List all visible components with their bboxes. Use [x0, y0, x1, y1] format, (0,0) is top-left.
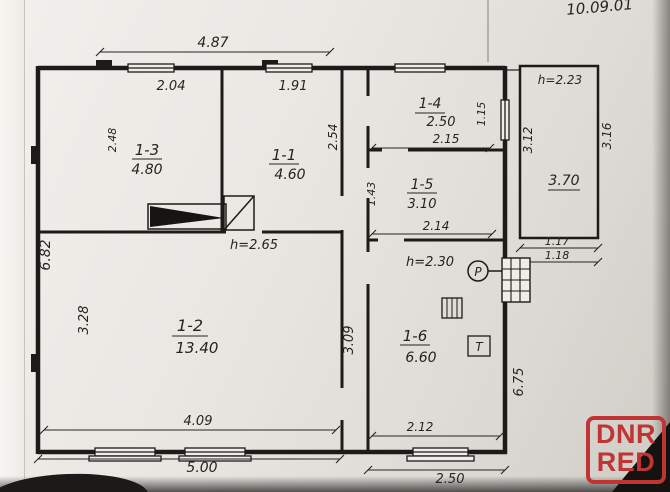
annex-walls [518, 64, 600, 240]
room-1-4-area: 2.50 [427, 115, 456, 130]
room-1-2-label: 1-2 [177, 316, 203, 335]
dim-r15-width: 2.14 [423, 219, 450, 233]
annex-area: 3.70 [548, 173, 579, 189]
height-note-r16: h=2.30 [406, 255, 454, 270]
window-bottom-3 [406, 447, 475, 462]
interior-walls [38, 68, 506, 453]
dim-annex-left: 3.12 [521, 127, 535, 154]
room-1-1-label: 1-1 [272, 146, 297, 164]
plan-symbols [147, 195, 531, 357]
watermark-line-1: DNR [596, 419, 656, 449]
closet-symbol [223, 195, 255, 231]
room-1-2-area: 13.40 [176, 339, 219, 357]
labels: 10.09.01 4.87 2.04 1.91 1-3 4.80 2.48 1-… [38, 0, 634, 487]
window-top-2 [265, 63, 313, 73]
boiler-hatch-symbol [441, 297, 463, 319]
dim-r12-width: 4.09 [184, 414, 213, 429]
dim-r16-width: 2.12 [407, 420, 434, 434]
room-fraction-bars [132, 112, 580, 346]
window-top-1 [127, 63, 175, 73]
dim-bottom-left: 5.00 [186, 460, 217, 476]
dim-top-width: 4.87 [197, 35, 228, 51]
window-top-3 [394, 63, 446, 73]
dnr-red-watermark: DNR RED [586, 416, 666, 484]
dim-annex-right: 3.16 [600, 122, 614, 149]
dim-right-height: 6.75 [512, 368, 527, 397]
paper-left-edge [0, 0, 25, 492]
tank-symbol [467, 335, 491, 357]
dim-r12-depth: 3.28 [77, 306, 92, 335]
height-note-hall: h=2.65 [230, 238, 278, 253]
room-1-5-label: 1-5 [411, 177, 434, 193]
dim-r14-window: 1.15 [475, 102, 488, 127]
dim-corridor-depth: 3.09 [342, 326, 357, 355]
tank-letter: Т [475, 340, 484, 354]
dim-r11-depth: 2.54 [326, 124, 340, 151]
stove-symbol [501, 257, 531, 303]
room-1-5-area: 3.10 [408, 197, 437, 212]
corner-date-note: 10.09.01 [566, 0, 634, 19]
outer-walls [35, 65, 508, 455]
room-1-6-label: 1-6 [403, 327, 428, 345]
dim-lines [38, 51, 598, 471]
dim-r15-depth: 1.43 [365, 182, 378, 207]
room-1-1-area: 4.60 [274, 167, 305, 183]
room-1-3-area: 4.80 [131, 162, 162, 178]
dim-r13-width: 2.04 [157, 79, 186, 94]
walls [31, 60, 600, 455]
dim-left-height: 6.82 [38, 239, 54, 270]
dim-annex-step2: 1.18 [545, 249, 570, 262]
photo-right-shadow [652, 0, 670, 492]
photo-bottom-shadow [0, 476, 670, 492]
watermark-line-2: RED [596, 447, 656, 477]
annex-height-note: h=2.23 [538, 73, 582, 87]
gas-meter-symbol [467, 260, 503, 282]
gas-meter-letter: Р [474, 265, 482, 279]
room-1-3-label: 1-3 [135, 141, 160, 159]
dim-r13-depth: 2.48 [106, 128, 119, 153]
dim-annex-step1: 1.17 [545, 235, 570, 248]
room-1-4-label: 1-4 [419, 96, 442, 112]
dim-r14-width: 2.15 [433, 132, 460, 146]
paper-fold-line [487, 0, 489, 62]
stairs-symbol [147, 203, 227, 230]
dim-r11-width: 1.91 [279, 79, 308, 94]
window-right [500, 99, 510, 141]
room-1-6-area: 6.60 [405, 350, 436, 366]
